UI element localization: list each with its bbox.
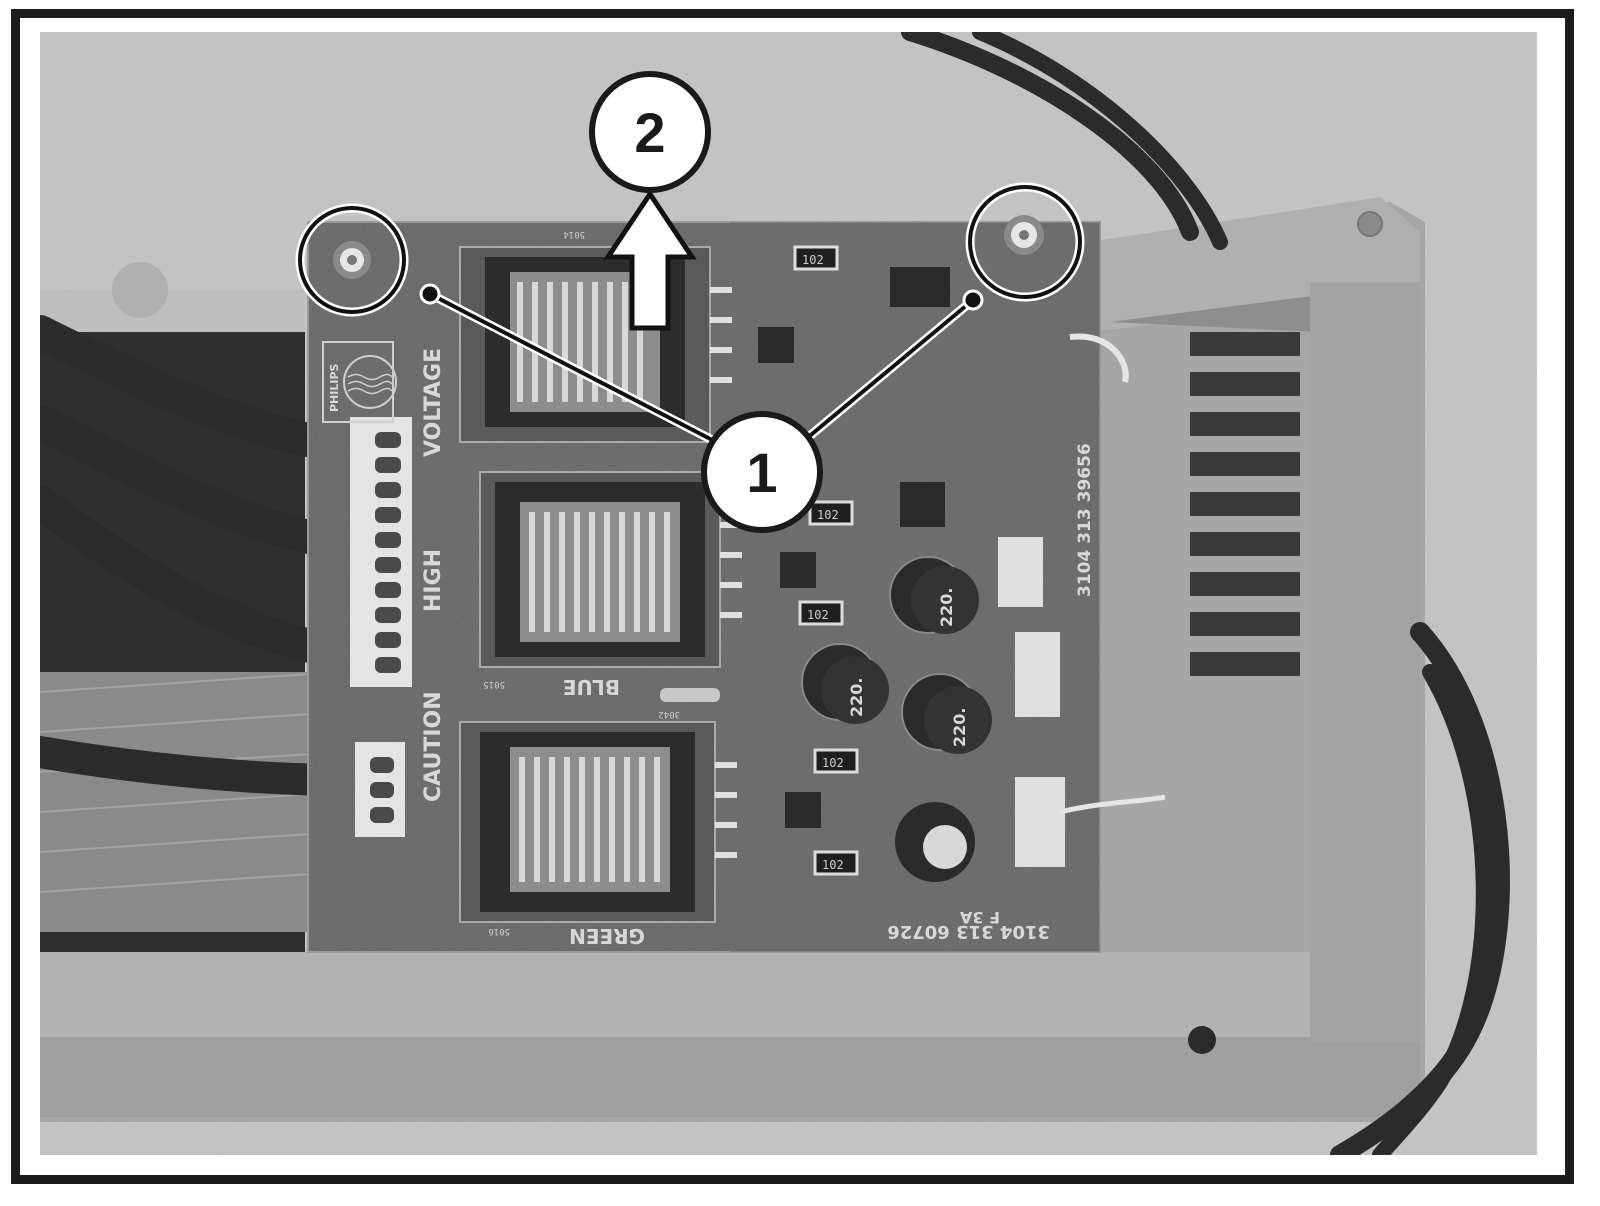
pcb-board: PHILIPS VOLTAGE HIGH CAUTION BLUE GREEN … [307,221,1166,953]
small-connector [998,537,1043,607]
svg-text:220.: 220. [847,678,866,717]
philips-logo: PHILIPS [322,341,397,423]
screw-left [333,241,371,279]
silkscreen-fuse: F 3A [959,908,1000,927]
smd-resistor: 102 [798,600,844,626]
silkscreen-voltage: VOLTAGE [421,348,446,457]
housing-screw-hole [1188,1026,1216,1054]
svg-text:102: 102 [802,253,824,267]
callout-1-leaders [419,283,984,448]
smd-resistor: 102 [813,850,859,876]
silkscreen-green: GREEN [569,924,645,948]
flyback-transformer [459,721,716,923]
silkscreen-high: HIGH [421,549,446,612]
smd-resistor: 102 [808,500,854,526]
silkscreen-side-number: 3104 313 39656 [1075,443,1095,597]
electrolytic-capacitor [895,802,975,882]
lift-direction-arrow [603,189,697,331]
svg-text:102: 102 [822,858,844,872]
svg-text:220.: 220. [937,588,956,627]
callout-2: 2 [589,71,711,193]
plastic-housing [40,197,1425,1122]
small-connector [1015,777,1065,867]
svg-text:PHILIPS: PHILIPS [328,363,341,412]
flyback-transformer [459,246,711,443]
inductor: 220. [889,556,979,634]
svg-text:102: 102 [822,756,844,770]
caution-connector [355,742,405,837]
silkscreen-caution: CAUTION [421,691,446,802]
callout-1: 1 [701,411,823,533]
svg-text:5016: 5016 [488,926,510,936]
svg-text:5015: 5015 [483,679,505,689]
svg-text:102: 102 [807,608,829,622]
silkscreen-part-number: 3104 313 60726 [887,921,1050,942]
svg-text:2: 2 [634,101,665,164]
silkscreen-blue: BLUE [563,675,620,699]
pcb-photo: PHILIPS VOLTAGE HIGH CAUTION BLUE GREEN … [40,32,1537,1155]
housing-vents [1190,332,1300,676]
svg-text:102: 102 [817,508,839,522]
screw-highlight-ring [965,182,1085,302]
smd-resistor: 102 [793,245,839,271]
inductor: 220. [901,673,992,754]
small-connector [1015,632,1060,717]
screw-highlight-ring [295,203,409,317]
hv-connector [350,417,412,687]
flyback-transformer [479,471,721,668]
svg-text:5014: 5014 [563,229,585,239]
inductor: 220. [801,643,889,724]
svg-text:3042: 3042 [658,709,680,719]
screw-right [1004,215,1044,255]
smd-resistor: 102 [813,748,859,774]
svg-text:220.: 220. [950,708,969,747]
svg-text:1: 1 [746,441,777,504]
housing-screw-hole [1357,211,1383,237]
